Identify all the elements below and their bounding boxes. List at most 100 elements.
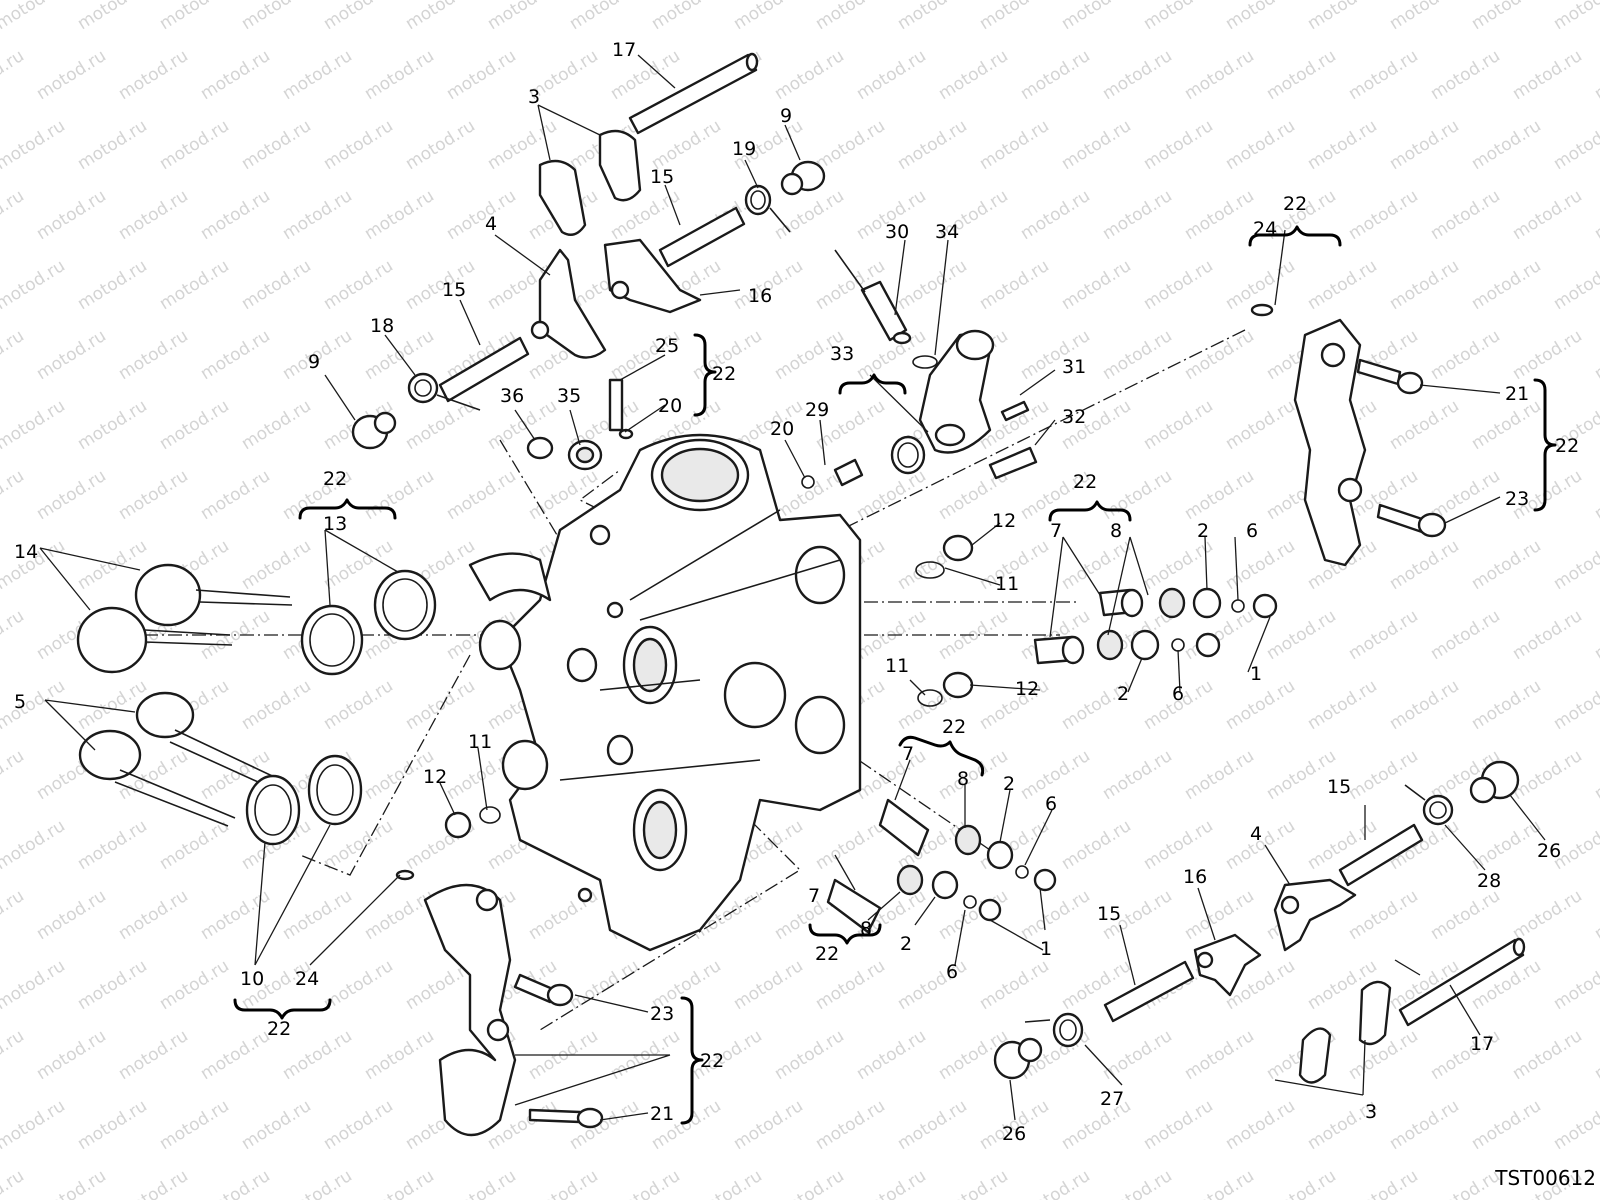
rocker-16-top <box>603 238 702 314</box>
screws-31-32 <box>988 400 1038 480</box>
watermark-text: motod.ru <box>1509 46 1586 104</box>
callout-7: 7 <box>902 743 914 765</box>
watermark-text: motod.ru <box>0 466 28 524</box>
watermark-text: motod.ru <box>525 1166 602 1200</box>
watermark-text: motod.ru <box>730 1096 807 1154</box>
watermark-text: motod.ru <box>1591 186 1600 244</box>
callout-9: 9 <box>308 351 320 373</box>
plugs-12-seals-11-top <box>915 534 974 707</box>
watermark-text: motod.ru <box>812 816 889 874</box>
watermark-text: motod.ru <box>1509 326 1586 384</box>
callout-22: 22 <box>267 1018 291 1040</box>
watermark-text: motod.ru <box>812 1096 889 1154</box>
watermark-text: motod.ru <box>894 256 971 314</box>
callout-31: 31 <box>1062 356 1086 378</box>
watermark-text: motod.ru <box>33 46 110 104</box>
callout-13: 13 <box>323 513 347 535</box>
callout-33: 33 <box>830 343 854 365</box>
rocker-4-top <box>530 248 607 359</box>
watermark-text: motod.ru <box>566 0 643 34</box>
valves-14-intake <box>76 563 293 674</box>
leader-lines <box>39 54 1546 1121</box>
watermark-text: motod.ru <box>115 1026 192 1084</box>
callout-32: 32 <box>1062 406 1086 428</box>
watermark-text: motod.ru <box>115 886 192 944</box>
watermark-text: motod.ru <box>0 46 28 104</box>
watermark-text: motod.ru <box>1509 186 1586 244</box>
watermark-text: motod.ru <box>361 186 438 244</box>
watermark-text: motod.ru <box>115 326 192 384</box>
watermark-text: motod.ru <box>935 1166 1012 1200</box>
callout-5: 5 <box>14 691 26 713</box>
callout-15: 15 <box>1097 903 1121 925</box>
callout-6: 6 <box>1246 520 1258 542</box>
callout-12: 12 <box>992 510 1016 532</box>
watermark-text: motod.ru <box>853 746 930 804</box>
watermark-text: motod.ru <box>0 676 69 734</box>
watermark-text: motod.ru <box>1099 46 1176 104</box>
fitting-29-washer-20 <box>801 458 864 489</box>
callout-6: 6 <box>1045 793 1057 815</box>
callout-15: 15 <box>650 166 674 188</box>
watermark-text: motod.ru <box>730 956 807 1014</box>
watermark-text: motod.ru <box>1386 676 1463 734</box>
shaft-15-bottom <box>1103 960 1195 1023</box>
plug-12-seal-11-left <box>444 806 501 839</box>
callout-26: 26 <box>1002 1123 1026 1145</box>
callout-11: 11 <box>995 573 1019 595</box>
watermark-text: motod.ru <box>0 116 69 174</box>
callout-2: 2 <box>1197 520 1209 542</box>
watermark-text: motod.ru <box>1263 46 1340 104</box>
watermark-text: motod.ru <box>1468 116 1545 174</box>
callout-11: 11 <box>468 731 492 753</box>
watermark-text: motod.ru <box>1058 116 1135 174</box>
watermark-text: motod.ru <box>1427 46 1504 104</box>
callout-2: 2 <box>900 933 912 955</box>
watermark-text: motod.ru <box>1099 186 1176 244</box>
watermark-text: motod.ru <box>484 0 561 34</box>
valve-seats-10 <box>245 754 363 846</box>
callout-2: 2 <box>1117 683 1129 705</box>
watermark-text: motod.ru <box>156 956 233 1014</box>
watermark-text: motod.ru <box>1427 606 1504 664</box>
watermark-text: motod.ru <box>1427 886 1504 944</box>
watermark-text: motod.ru <box>1304 256 1381 314</box>
callout-10: 10 <box>240 968 264 990</box>
watermark-text: motod.ru <box>238 116 315 174</box>
watermark-text: motod.ru <box>115 466 192 524</box>
watermark-text: motod.ru <box>1345 1166 1422 1200</box>
watermark-text: motod.ru <box>238 676 315 734</box>
watermark-text: motod.ru <box>320 676 397 734</box>
watermark-text: motod.ru <box>279 186 356 244</box>
sensor-30 <box>834 249 912 345</box>
callout-30: 30 <box>885 221 909 243</box>
watermark-text: motod.ru <box>0 816 69 874</box>
oring-33 <box>890 435 926 475</box>
plug-26-right <box>1469 760 1520 804</box>
watermark-text: motod.ru <box>33 326 110 384</box>
callout-4: 4 <box>485 213 497 235</box>
callout-25: 25 <box>655 335 679 357</box>
plug-26-bottom <box>993 1037 1043 1080</box>
watermark-text: motod.ru <box>771 1166 848 1200</box>
watermark-text: motod.ru <box>1427 186 1504 244</box>
watermark-text: motod.ru <box>320 0 397 34</box>
watermark-text: motod.ru <box>279 46 356 104</box>
spring-19-top <box>744 184 791 233</box>
watermark-text: motod.ru <box>1509 606 1586 664</box>
shaft-15-left <box>438 336 530 403</box>
watermark-text: motod.ru <box>566 1096 643 1154</box>
watermark-text: motod.ru <box>74 0 151 34</box>
watermark-text: motod.ru <box>1591 606 1600 664</box>
watermark-text: motod.ru <box>33 186 110 244</box>
callout-36: 36 <box>500 385 524 407</box>
watermark-text: motod.ru <box>853 1166 930 1200</box>
watermark-text: motod.ru <box>1304 676 1381 734</box>
watermark-text: motod.ru <box>812 116 889 174</box>
watermark-text: motod.ru <box>197 1166 274 1200</box>
watermark-text: motod.ru <box>1509 886 1586 944</box>
watermark-text: motod.ru <box>361 46 438 104</box>
watermark-text: motod.ru <box>894 1096 971 1154</box>
watermark-text: motod.ru <box>1181 746 1258 804</box>
callout-21: 21 <box>650 1103 674 1125</box>
